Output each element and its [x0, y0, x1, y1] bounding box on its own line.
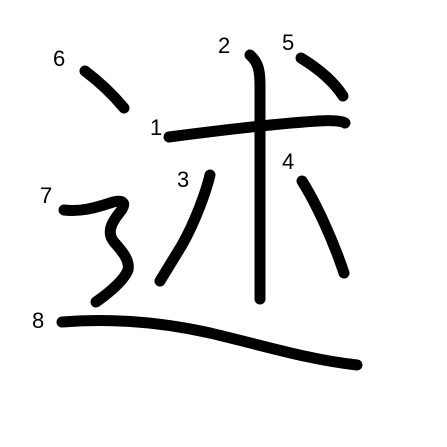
stroke-label-3: 3 [177, 167, 189, 192]
stroke-label-4: 4 [282, 149, 294, 174]
stroke-label-6: 6 [53, 46, 65, 71]
stroke-8 [56, 314, 363, 371]
stroke-5 [295, 52, 349, 102]
stroke-6 [79, 65, 130, 114]
stroke-label-2: 2 [218, 33, 230, 58]
stroke-label-7: 7 [40, 183, 52, 208]
stroke-1 [163, 115, 351, 143]
stroke-label-8: 8 [32, 308, 44, 333]
stroke-2 [244, 49, 266, 305]
stroke-label-1: 1 [150, 115, 162, 140]
stroke-label-5: 5 [282, 30, 294, 55]
stroke-4 [296, 175, 350, 279]
stroke-3 [154, 169, 216, 287]
stroke-7 [58, 195, 134, 308]
